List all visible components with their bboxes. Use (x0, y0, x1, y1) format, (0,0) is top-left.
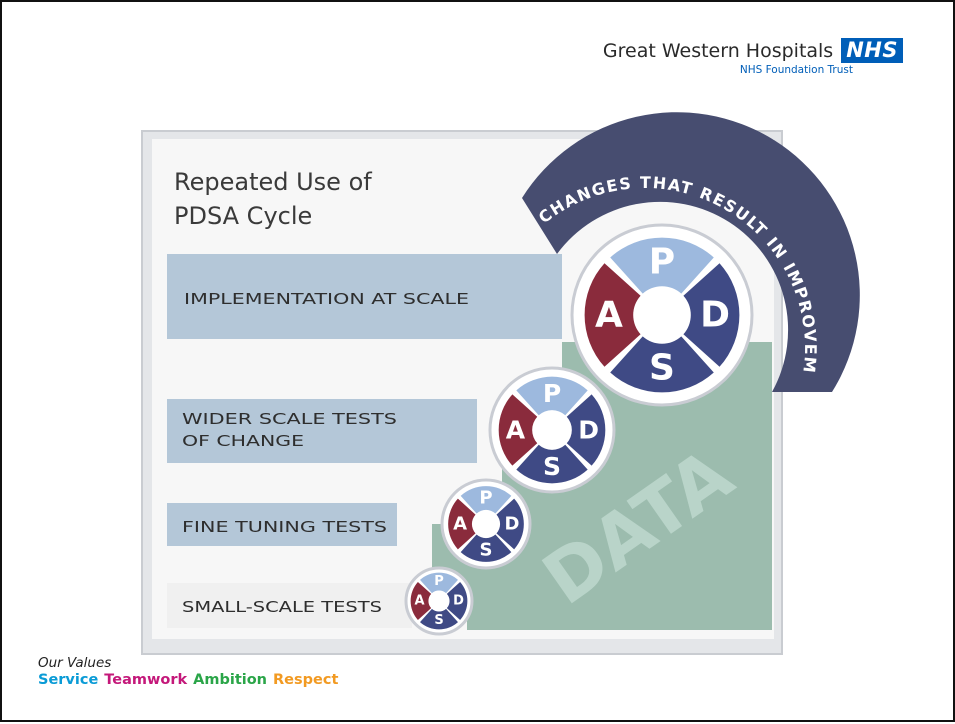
pdsa-segment-d-implementation (683, 263, 740, 367)
pdsa-letter-p-implementation: P (649, 241, 675, 282)
diagram-title-line2: PDSA Cycle (174, 202, 312, 230)
pdsa-letter-a-small: A (414, 594, 424, 609)
footer: Our Values Service Teamwork Ambition Respec… (38, 655, 344, 688)
pdsa-letter-p-wider: P (543, 379, 561, 408)
value-ambition: Ambition (193, 672, 268, 688)
pdsa-letter-d-fine: D (504, 514, 519, 535)
improvement-arc (522, 112, 860, 392)
pdsa-letter-s-small: S (434, 613, 443, 628)
value-teamwork: Teamwork (104, 672, 188, 688)
organisation-name: Great Western Hospitals (602, 39, 834, 62)
level-label-small: SMALL-SCALE TESTS (182, 598, 382, 616)
pdsa-letter-d-implementation: D (700, 295, 730, 336)
pdsa-letter-a-wider: A (506, 416, 526, 445)
pdsa-letter-p-fine: P (479, 488, 492, 509)
pdsa-segment-a-wider (498, 394, 538, 466)
pdsa-letter-s-implementation: S (649, 348, 675, 389)
pdsa-letter-a-fine: A (453, 514, 467, 535)
pdsa-segment-d-fine (496, 498, 524, 550)
level-label-fine: FINE TUNING TESTS (182, 518, 387, 536)
level-band-wider (167, 399, 477, 463)
pdsa-letter-d-wider: D (578, 416, 599, 445)
values-list: Service Teamwork Ambition Respect (38, 672, 344, 688)
pdsa-segment-d-small (446, 582, 468, 620)
value-respect: Respect (273, 672, 339, 688)
nhs-logo: NHS (841, 38, 903, 63)
pdsa-wheel-implementation (570, 223, 754, 407)
pdsa-letter-s-fine: S (480, 539, 493, 560)
pdsa-segment-s-wider (516, 444, 588, 484)
pdsa-letter-a-implementation: A (595, 295, 623, 336)
pdsa-segment-p-implementation (610, 237, 714, 294)
pdsa-wheel-fine (440, 478, 532, 570)
level-band-implementation (167, 254, 562, 339)
trust-name: NHS Foundation Trust (739, 64, 853, 76)
pdsa-segment-p-fine (460, 486, 512, 514)
level-label-implementation: IMPLEMENTATION AT SCALE (184, 290, 469, 308)
pdsa-segment-a-fine (448, 498, 476, 550)
level-label-wider-line2: OF CHANGE (182, 432, 304, 450)
pdsa-segment-p-wider (516, 376, 588, 416)
value-service: Service (38, 672, 99, 688)
pdsa-segment-a-implementation (584, 263, 641, 367)
header: Great Western Hospitals NHS NHS Foundati… (603, 38, 903, 76)
pdsa-wheel-small (404, 566, 474, 636)
pdsa-segment-s-fine (460, 534, 512, 562)
level-label-wider-line1: WIDER SCALE TESTS (182, 410, 397, 428)
pdsa-segment-s-implementation (610, 336, 714, 393)
pdsa-segment-s-small (420, 608, 458, 630)
level-band-small (167, 583, 412, 628)
pdsa-segment-d-wider (566, 394, 606, 466)
pdsa-segment-a-small (410, 582, 432, 620)
level-band-fine (167, 503, 397, 546)
pdsa-letter-p-small: P (434, 574, 444, 589)
pdsa-segment-p-small (420, 572, 458, 594)
pdsa-letter-s-wider: S (543, 452, 561, 481)
diagram-title-line1: Repeated Use of (174, 168, 372, 196)
pdsa-letter-d-small: D (453, 594, 464, 609)
values-title: Our Values (38, 655, 112, 671)
pdsa-wheel-wider (488, 366, 616, 494)
